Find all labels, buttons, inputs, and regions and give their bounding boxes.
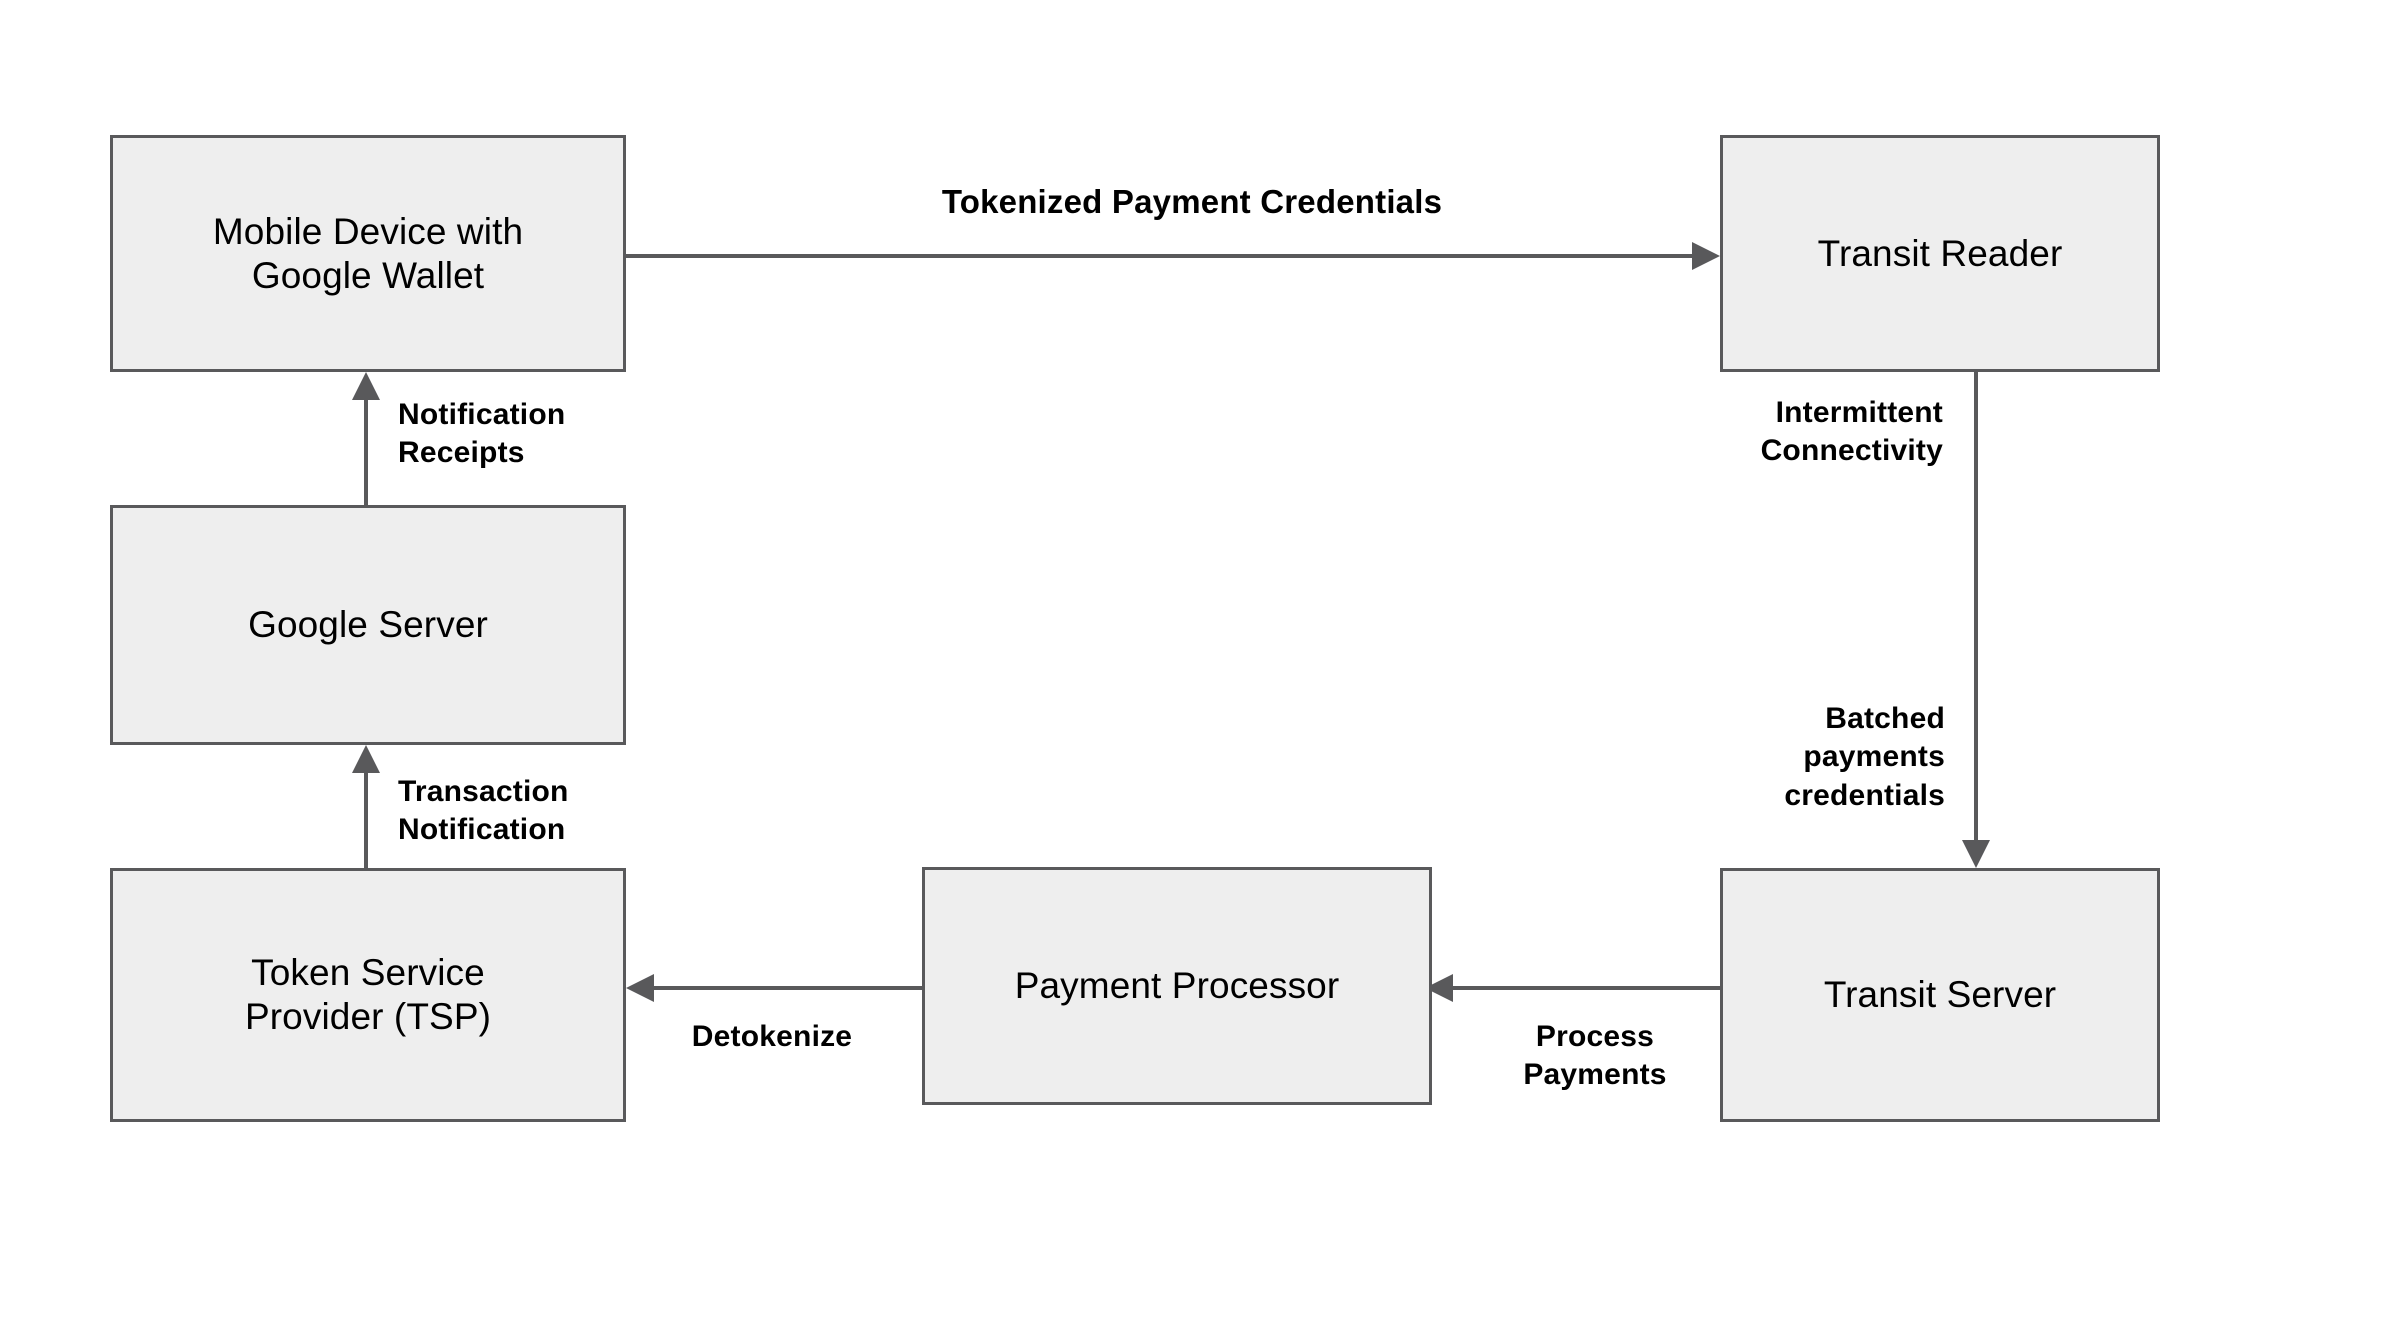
edge-transit-to-processor (1425, 974, 1720, 1002)
edge-tsp-to-google (352, 745, 380, 868)
edge-label-notification-receipts: Notification Receipts (398, 398, 566, 470)
node-google-server[interactable]: Google Server (110, 505, 626, 745)
edge-label-detokenize: Detokenize (691, 1020, 853, 1053)
edge-google-to-mobile (352, 372, 380, 505)
edge-label-batched-payments-credentials: Batched payments credentials (1784, 702, 1945, 812)
edge-label-process-payments: Process Payments (1523, 1020, 1667, 1092)
node-transit-reader[interactable]: Transit Reader (1720, 135, 2160, 372)
node-payment-processor[interactable]: Payment Processor (922, 867, 1432, 1105)
edge-reader-to-server (1962, 372, 1990, 868)
node-token-service-provider[interactable]: Token Service Provider (TSP) (110, 868, 626, 1122)
edge-label-tokenized-payment-credentials: Tokenized Payment Credentials (941, 183, 1443, 220)
node-transit-server[interactable]: Transit Server (1720, 868, 2160, 1122)
node-mobile-device[interactable]: Mobile Device with Google Wallet (110, 135, 626, 372)
edge-mobile-to-reader (626, 242, 1720, 270)
edge-label-intermittent-connectivity: Intermittent Connectivity (1760, 396, 1943, 468)
edge-processor-to-tsp (626, 974, 922, 1002)
edge-label-transaction-notification: Transaction Notification (398, 775, 569, 847)
